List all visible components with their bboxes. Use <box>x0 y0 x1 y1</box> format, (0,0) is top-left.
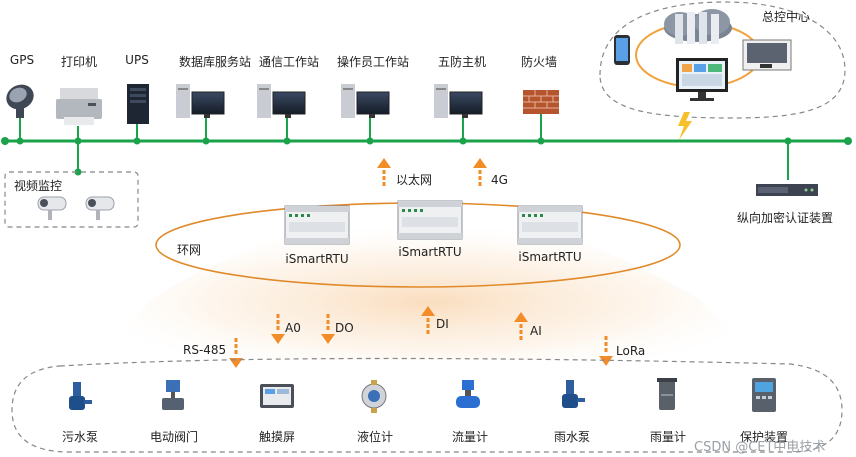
field-label-flow-meter: 流量计 <box>451 430 489 444</box>
workstation-icon <box>434 84 483 118</box>
rtu-module-icon <box>397 200 463 240</box>
control-center-boundary <box>599 1 846 119</box>
signal-arrow-rs485 <box>229 338 243 368</box>
sewage-pump-icon <box>69 382 92 410</box>
device-label-comm-station: 通信工作站 <box>258 55 320 69</box>
field-label-electric-valve: 电动阀门 <box>149 430 199 444</box>
field-label-level-gauge: 液位计 <box>356 430 394 444</box>
server-cloud-icon <box>664 9 732 44</box>
touchscreen-icon <box>260 384 294 408</box>
device-label-gps: GPS <box>9 53 35 67</box>
ups-cabinet-icon <box>127 84 149 124</box>
rtu-module-icon <box>284 205 350 245</box>
rack-device-icon <box>756 184 818 196</box>
rain-pump-icon <box>562 380 585 408</box>
monitor-dashboard-icon <box>676 58 728 101</box>
rtu-label: iSmartRTU <box>518 250 582 264</box>
rain-gauge-icon <box>657 378 677 410</box>
signal-arrow-lora <box>599 336 613 366</box>
level-gauge-icon <box>361 380 387 413</box>
signal-label-ao: A0 <box>285 321 301 335</box>
camera-icon <box>85 196 115 220</box>
device-label-db-server: 数据库服务站 <box>178 55 252 69</box>
signal-arrow-do <box>321 314 335 344</box>
electric-valve-icon <box>162 380 184 410</box>
uplink-label-4g: 4G <box>491 173 508 187</box>
mobile-phone-icon <box>614 35 630 65</box>
satellite-dish-icon <box>6 84 34 118</box>
uplink-label-ethernet: 以太网 <box>396 173 433 187</box>
signal-label-ai: AI <box>530 324 542 338</box>
signal-label-do: DO <box>335 321 354 335</box>
video-monitoring-boundary <box>4 171 139 228</box>
camera-icon <box>37 196 67 220</box>
rtu-label: iSmartRTU <box>398 245 462 259</box>
encryption-device-label: 纵向加密认证装置 <box>736 211 834 225</box>
device-label-operator-station: 操作员工作站 <box>336 55 410 69</box>
signal-arrow-ao <box>271 314 285 344</box>
lightning-icon <box>678 112 692 140</box>
field-devices-boundary <box>11 357 843 453</box>
video-monitoring-label: 视频监控 <box>14 179 63 193</box>
brick-wall-icon <box>523 90 559 114</box>
device-label-ups: UPS <box>125 53 149 67</box>
rtu-label: iSmartRTU <box>285 252 349 266</box>
printer-icon <box>56 88 102 125</box>
workstation-icon <box>176 84 225 118</box>
field-label-protection-device: 保护装置 <box>739 430 789 444</box>
rs485-label: RS-485 <box>183 343 227 357</box>
signal-arrow-ai <box>514 312 528 340</box>
device-label-five-defense: 五防主机 <box>437 55 487 69</box>
device-label-firewall: 防火墙 <box>520 55 558 69</box>
video-wall-icon <box>742 39 792 71</box>
flow-meter-icon <box>456 380 480 408</box>
field-label-sewage-pump: 污水泵 <box>61 430 99 444</box>
signal-label-lora: LoRa <box>616 344 646 358</box>
signal-label-di: DI <box>436 317 449 331</box>
rtu-module-icon <box>517 205 583 245</box>
ring-label: 环网 <box>177 243 202 257</box>
workstation-icon <box>257 84 306 118</box>
control-center-label: 总控中心 <box>762 10 811 24</box>
bus-drops <box>19 114 789 180</box>
uplink-arrow-4g <box>473 158 487 186</box>
uplink-arrow-ethernet <box>377 158 391 186</box>
field-label-rain-pump: 雨水泵 <box>553 430 591 444</box>
watermark: CSDN @CET中电技术 <box>694 440 826 455</box>
protection-device-icon <box>752 378 776 412</box>
workstation-icon <box>341 84 390 118</box>
field-label-touchscreen: 触摸屏 <box>258 430 296 444</box>
device-label-printer: 打印机 <box>60 55 98 69</box>
signal-arrow-di <box>421 306 435 334</box>
field-label-rain-gauge: 雨量计 <box>649 430 687 444</box>
